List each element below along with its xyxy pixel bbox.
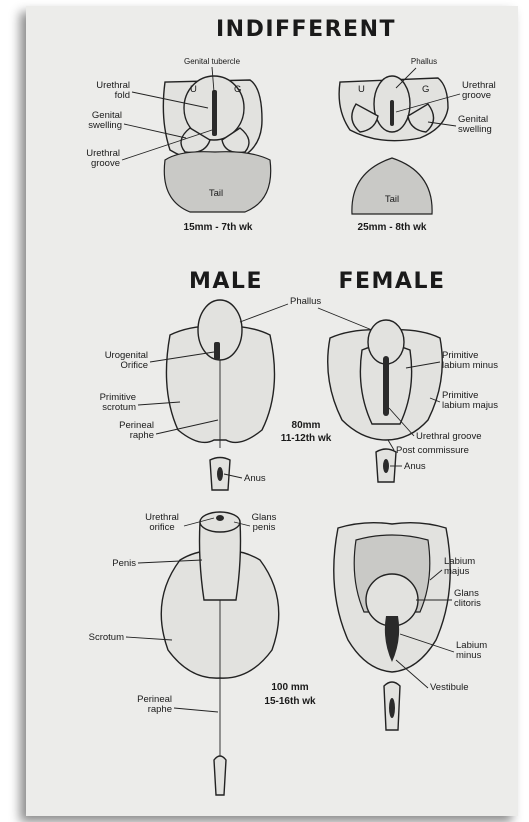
urethral-orifice-100mm xyxy=(216,515,224,521)
leader-phallus-female xyxy=(318,308,372,330)
urethral-groove-15mm xyxy=(212,90,217,136)
leader-post-commissure xyxy=(388,440,394,450)
heading-female: FEMALE xyxy=(338,269,445,294)
urethral-groove-80mm xyxy=(383,356,389,416)
female-80mm-figure xyxy=(328,320,443,482)
urethral-groove-25mm xyxy=(390,100,394,126)
heading-male: MALE xyxy=(189,269,263,294)
label-tail-25mm: Tail xyxy=(385,194,399,205)
label-penis: Penis xyxy=(112,558,136,569)
male-100mm-figure xyxy=(161,512,279,795)
label-urethral-groove-80mm: Urethral groove xyxy=(416,431,481,442)
label-g-25mm: G xyxy=(422,84,429,95)
male-80mm-figure xyxy=(166,300,274,490)
female-100mm-figure xyxy=(334,523,450,730)
label-u-25mm: U xyxy=(358,84,365,95)
label-scrotum: Scrotum xyxy=(89,632,124,643)
stage-25mm: 25mm - 8th wk xyxy=(358,222,427,233)
leader-perineal-raphe-100mm xyxy=(174,708,218,712)
heading-indifferent: INDIFFERENT xyxy=(216,17,396,42)
leader-phallus-male xyxy=(240,304,288,322)
label-anus-male-80mm: Anus xyxy=(244,473,266,484)
label-g-15mm: G xyxy=(234,84,241,95)
stage-15mm: 15mm - 7th wk xyxy=(184,222,253,233)
vestibule-opening-100mm xyxy=(389,698,395,718)
label-anus-female-80mm: Anus xyxy=(404,461,426,472)
label-phallus-80mm: Phallus xyxy=(290,296,321,307)
label-genital-tubercle: Genital tubercle xyxy=(184,57,241,66)
label-vestibule: Vestibule xyxy=(430,682,469,693)
urogenital-orifice-80mm xyxy=(214,342,220,360)
label-post-commissure: Post commissure xyxy=(396,445,469,456)
raphe-end-100mm xyxy=(214,756,226,795)
tail-25mm xyxy=(352,158,432,214)
tail-15mm xyxy=(164,152,270,212)
label-tail-15mm: Tail xyxy=(209,188,223,199)
label-phallus-25mm: Phallus xyxy=(411,57,437,66)
anus-male-80mm xyxy=(217,467,223,481)
anus-female-80mm xyxy=(383,459,389,473)
label-u-15mm: U xyxy=(190,84,197,95)
